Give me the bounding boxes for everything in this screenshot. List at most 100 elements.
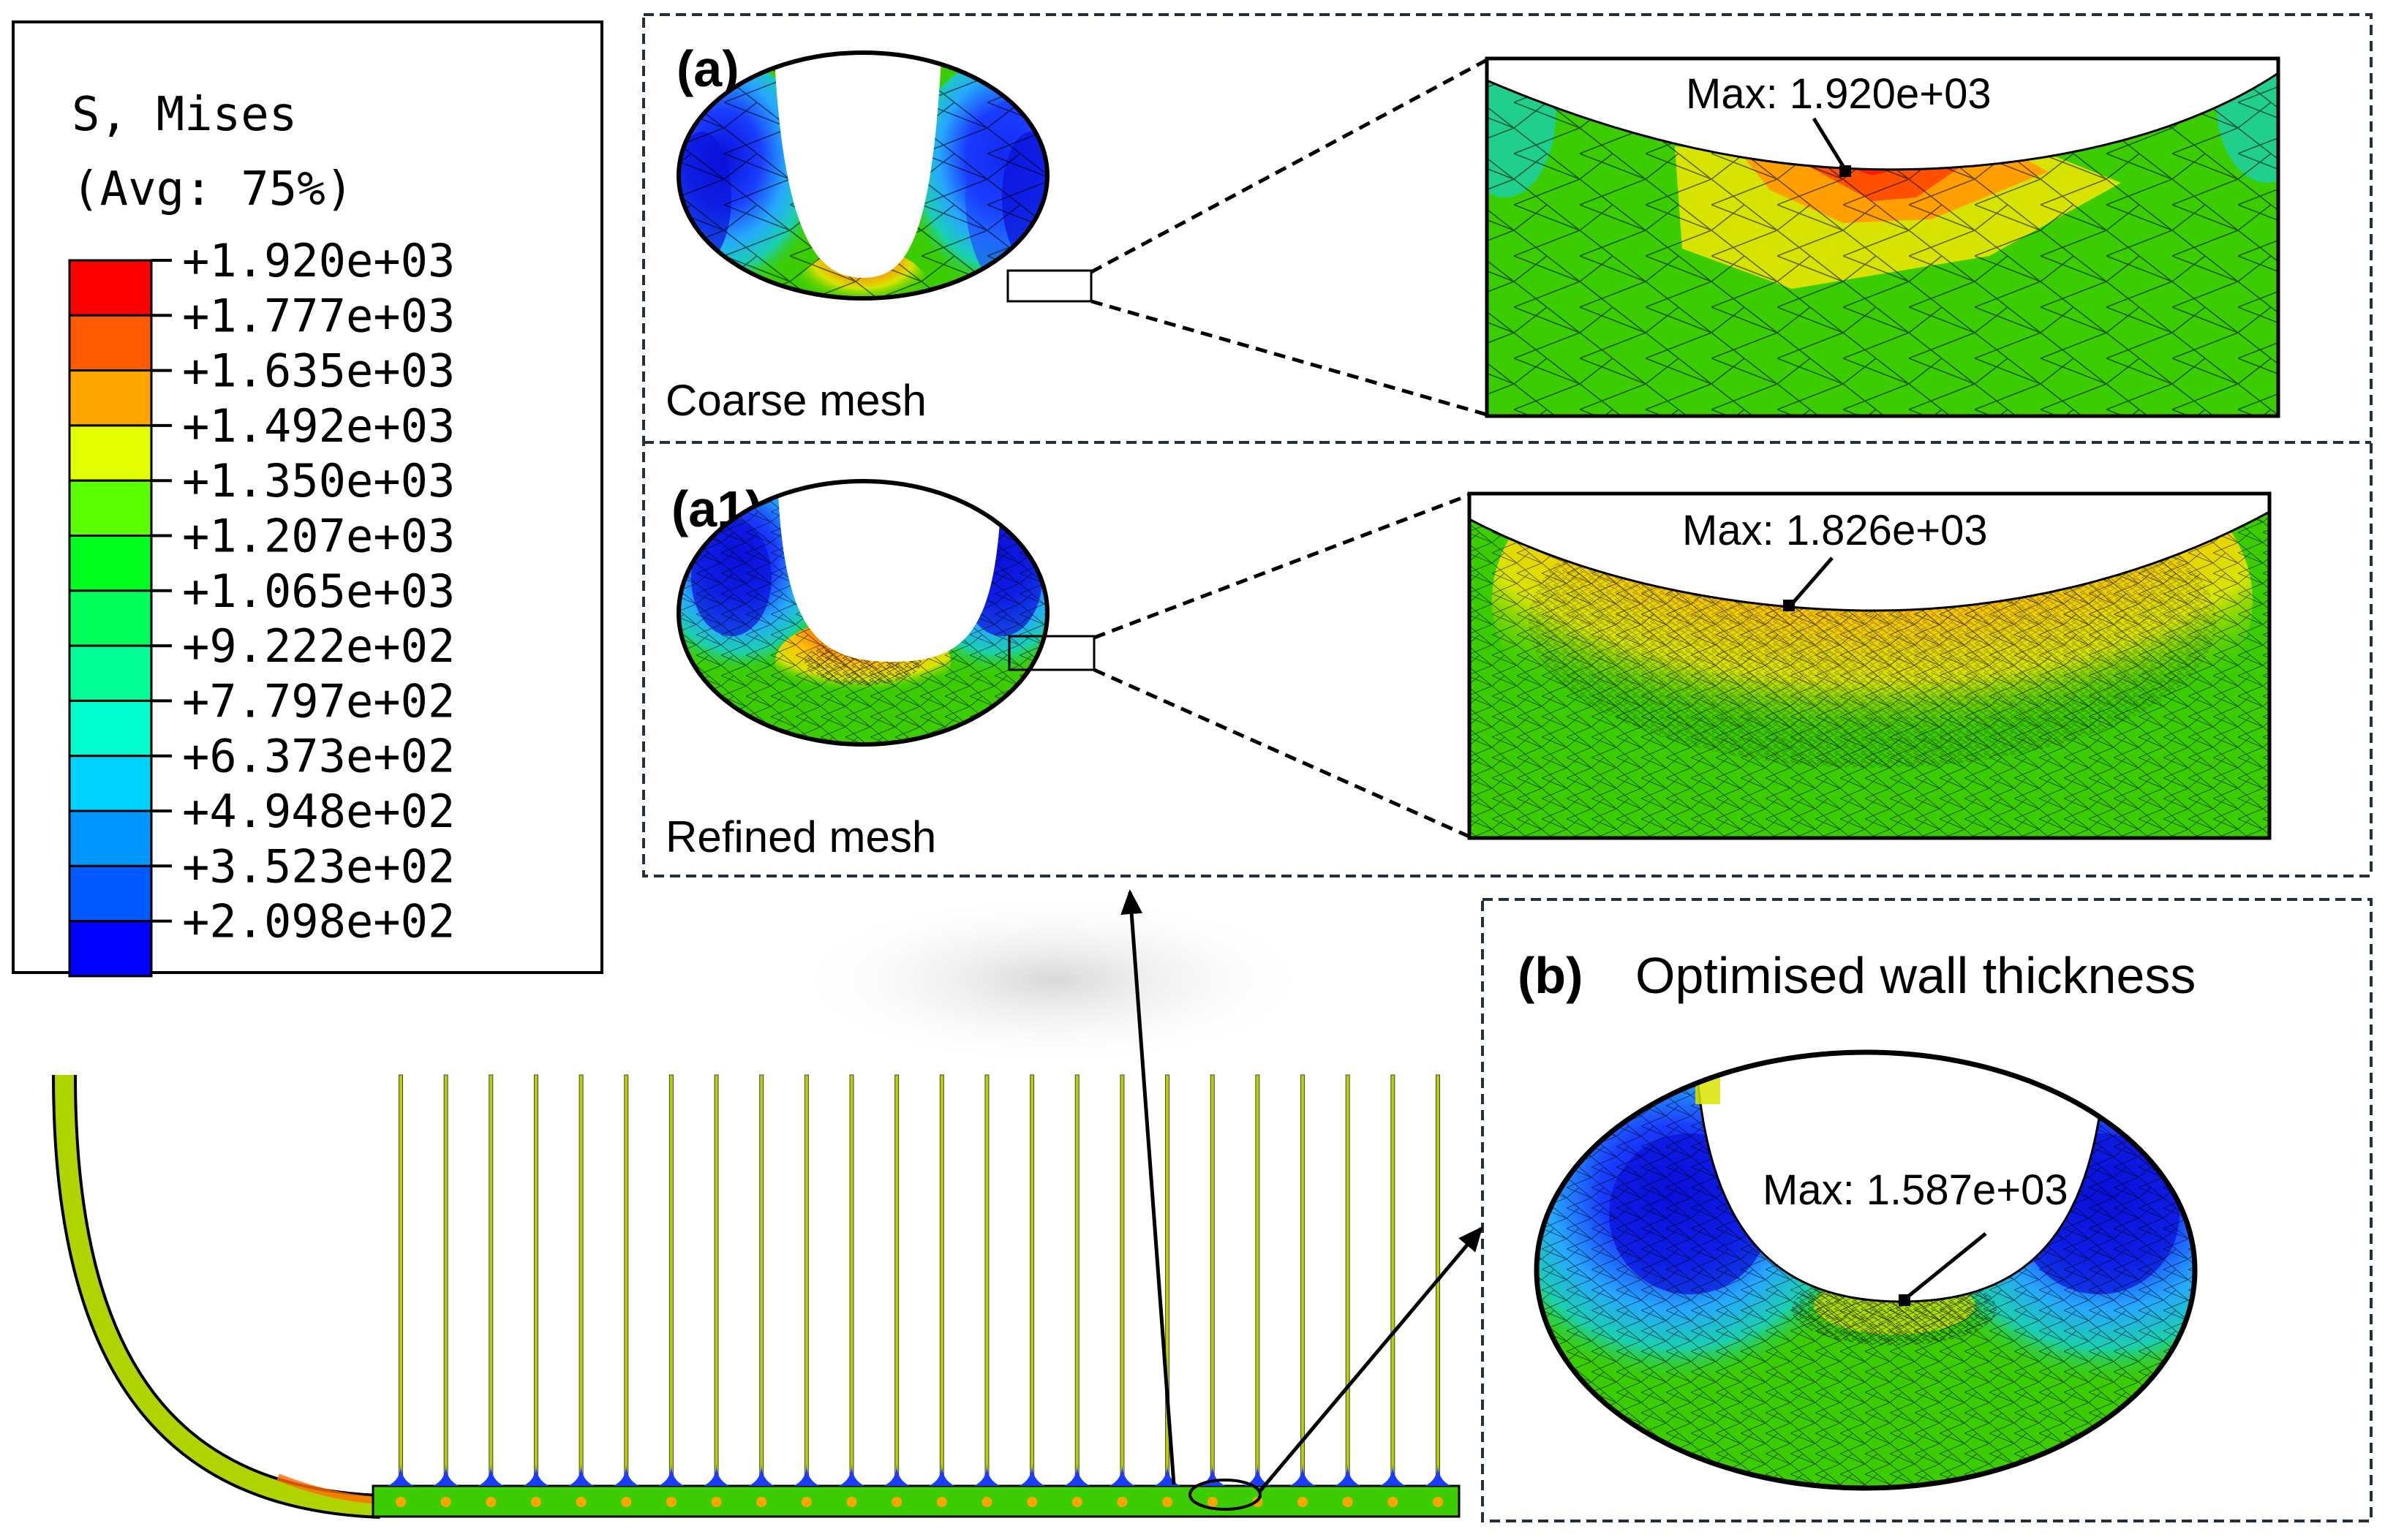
fin: [1030, 1074, 1035, 1476]
fin: [1300, 1074, 1305, 1476]
legend-swatch: [68, 479, 153, 537]
shadow: [790, 892, 1316, 1068]
fin: [533, 1074, 538, 1476]
fin-root: [1289, 1464, 1316, 1486]
fin-hotspot: [396, 1497, 406, 1507]
legend-swatch: [68, 535, 153, 592]
fin-root: [432, 1464, 459, 1486]
fin: [849, 1074, 854, 1476]
legend-swatch: [68, 314, 153, 372]
zoom-line-a-bottom: [1090, 299, 1488, 417]
fin: [939, 1074, 944, 1476]
fin: [1074, 1074, 1080, 1476]
fin-hotspot: [981, 1497, 992, 1507]
legend-swatch: [68, 369, 153, 427]
panel-b: (b) Optimised wall thickness Max: 1.587e…: [1481, 898, 2373, 1522]
panel-a1-zoom-box: [1008, 635, 1096, 671]
panel-a-caption: Coarse mesh: [666, 376, 927, 425]
fin-root: [1109, 1464, 1136, 1486]
legend-swatch: [68, 424, 153, 482]
panel-a1: (a1) Refined mesh: [666, 479, 1471, 861]
legend-ticks: +1.920e+03+1.777e+03+1.635e+03+1.492e+03…: [151, 234, 455, 948]
profile-highlight: [1188, 1479, 1262, 1511]
panel-b-max-label: Max: 1.587e+03: [1763, 1166, 2068, 1214]
legend-tick-label: +1.207e+03: [182, 510, 455, 563]
legend-tick-label: +1.920e+03: [182, 234, 455, 287]
fin-root: [838, 1464, 865, 1486]
fins: [388, 1074, 1451, 1507]
legend-tick-label: +1.350e+03: [182, 454, 455, 507]
panel-b-frame: [1481, 898, 2373, 1522]
stress-legend: S, Mises (Avg: 75%) +1.920e+03+1.777e+03…: [12, 20, 603, 978]
legend-tick-label: +1.065e+03: [182, 565, 455, 618]
fin-root: [1154, 1464, 1181, 1486]
fin-hotspot: [892, 1497, 903, 1507]
fin-hotspot: [846, 1497, 857, 1507]
fin-hotspot: [1207, 1497, 1218, 1507]
fin-hotspot: [1162, 1497, 1173, 1507]
fin: [1210, 1074, 1215, 1476]
fin-root: [1334, 1464, 1361, 1486]
panel-a1-max-label: Max: 1.826e+03: [1682, 507, 1988, 554]
fin-hotspot: [1027, 1497, 1038, 1507]
fin: [624, 1074, 629, 1476]
fin-hotspot: [936, 1497, 947, 1507]
fin-hotspot: [801, 1497, 812, 1507]
fin-root: [478, 1464, 505, 1486]
panel-a-zoom: Max: 1.920e+03: [1485, 56, 2280, 418]
zoom-line-a1-bottom: [1093, 668, 1471, 839]
panels-a-frame: [642, 13, 2373, 877]
legend-swatch: [68, 644, 153, 702]
panel-b-title: Optimised wall thickness: [1635, 947, 2196, 1004]
fin-hotspot: [1297, 1497, 1308, 1507]
legend-subtitle: (Avg: 75%): [72, 162, 353, 216]
fin: [894, 1074, 900, 1476]
fin: [443, 1074, 448, 1476]
fin-root: [748, 1464, 775, 1486]
panel-b-label: (b): [1518, 947, 1583, 1004]
legend-swatch: [68, 809, 153, 867]
panel-b-max-leader: [1907, 1232, 1987, 1297]
fin-hotspot: [1433, 1497, 1443, 1507]
fin-hotspot: [621, 1497, 632, 1507]
fin: [759, 1074, 764, 1476]
panel-a-max-marker: [1839, 165, 1851, 177]
fin: [489, 1074, 494, 1476]
fin-root: [388, 1464, 414, 1486]
fin-root: [928, 1464, 955, 1486]
panel-a-label: (a): [677, 40, 739, 97]
fin-root: [703, 1464, 730, 1486]
legend-swatch: [68, 259, 153, 317]
panel-a-max-leader: [1812, 117, 1847, 171]
fin-hotspot: [1342, 1497, 1353, 1507]
fin-hotspot: [666, 1497, 677, 1507]
legend-tick-label: +7.797e+02: [182, 674, 455, 728]
panel-a: (a) Coarse mesh: [666, 40, 1488, 425]
legend-swatch: [68, 864, 153, 923]
legend-tick-label: +3.523e+02: [182, 839, 455, 893]
zoom-line-a1-top: [1093, 493, 1470, 640]
arrow-to-panel-b: [1258, 1226, 1483, 1493]
fin-root: [613, 1464, 640, 1486]
legend-tick-label: +1.492e+03: [182, 399, 455, 453]
legend-swatch: [68, 589, 153, 647]
panel-a-section: [679, 53, 1047, 298]
legend-tick-label: +1.635e+03: [182, 344, 455, 398]
fin: [1436, 1074, 1440, 1476]
fin-root: [1244, 1464, 1271, 1486]
legend-swatch: [68, 755, 153, 812]
panel-b-section: [1537, 1052, 2195, 1488]
fin-root: [1199, 1464, 1226, 1486]
fin-root: [1425, 1464, 1451, 1486]
legend-tick-label: +4.948e+02: [182, 785, 455, 838]
fin: [1390, 1074, 1395, 1476]
fin: [1255, 1074, 1260, 1476]
fin-root: [883, 1464, 911, 1486]
fin-root: [973, 1464, 1001, 1486]
legend-color-bar: [68, 259, 153, 978]
vessel-profile: [52, 1074, 1461, 1519]
fin-root: [793, 1464, 820, 1486]
base-plate: [372, 1484, 1461, 1518]
fin: [399, 1074, 403, 1476]
